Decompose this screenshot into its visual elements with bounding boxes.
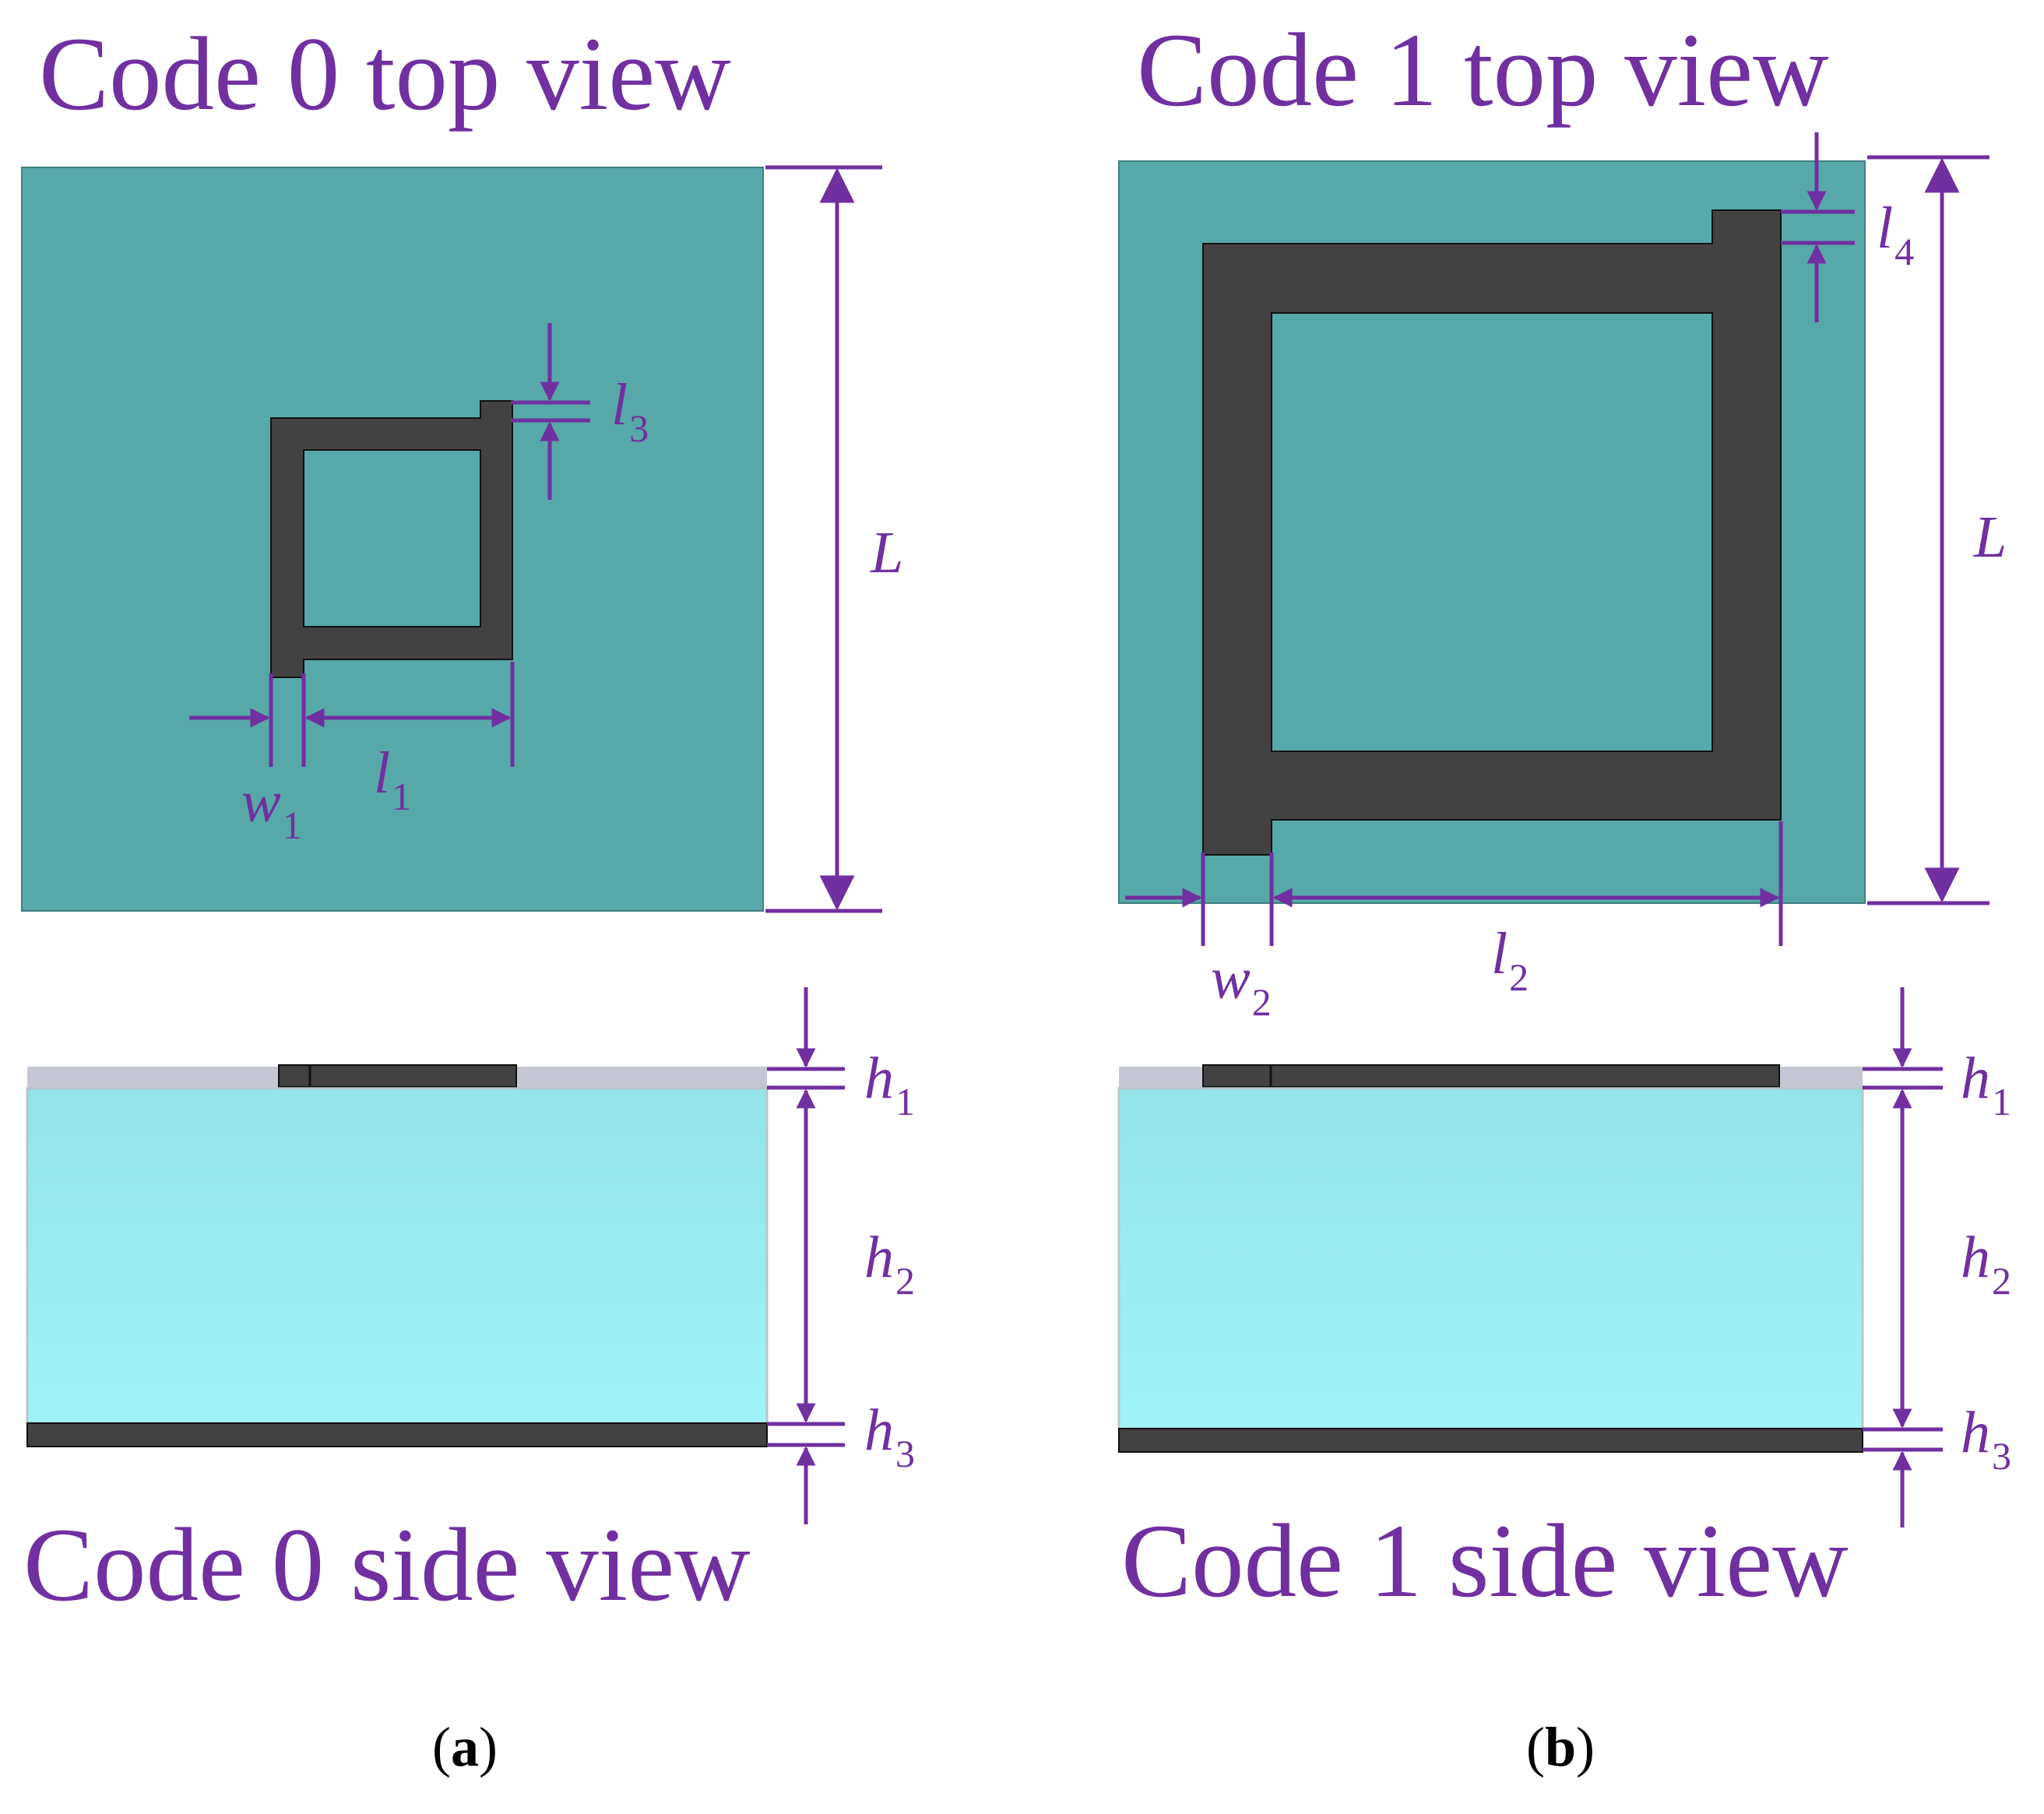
code1-side-title: Code 1 side view	[1121, 1503, 1849, 1619]
code0-side-dielectric	[26, 1087, 769, 1425]
code0-side-ground-plane	[26, 1422, 768, 1447]
code0-label-l1: l1	[374, 740, 411, 818]
code1-side-ground-plane	[1118, 1428, 1863, 1453]
panel-b: Code 1 top view L l4 w2 l2	[1117, 12, 2011, 1778]
code1-label-h3: h3	[1961, 1400, 2011, 1478]
code0-side-title: Code 0 side view	[23, 1507, 751, 1623]
code0-split-ring	[270, 400, 513, 678]
panel-a: Code 0 top view L l3 w1 l1	[21, 16, 915, 1778]
code0-top-title: Code 0 top view	[39, 16, 731, 132]
code1-label-L: L	[1973, 504, 2007, 570]
code0-top-substrate	[21, 167, 764, 912]
code1-side-dielectric	[1117, 1087, 1864, 1430]
code1-label-l4: l4	[1877, 195, 1914, 273]
code0-label-h2: h2	[864, 1225, 915, 1302]
code1-label-l2: l2	[1491, 921, 1529, 999]
caption-a: (a)	[432, 1716, 498, 1778]
code0-label-l3: l3	[611, 372, 649, 450]
code1-label-h2: h2	[1961, 1225, 2011, 1302]
code1-split-ring	[1202, 209, 1782, 856]
code0-label-h3: h3	[864, 1397, 915, 1475]
code1-label-h1: h1	[1961, 1046, 2011, 1123]
caption-b: (b)	[1526, 1716, 1595, 1778]
code1-top-title: Code 1 top view	[1137, 12, 1829, 128]
code1-side-ring-strip	[1202, 1064, 1780, 1088]
code1-label-w2: w2	[1211, 946, 1272, 1024]
code0-side-ring-strip	[278, 1064, 517, 1088]
code0-label-w1: w1	[241, 769, 302, 847]
code0-label-h1: h1	[864, 1046, 915, 1123]
code0-label-L: L	[870, 520, 903, 585]
